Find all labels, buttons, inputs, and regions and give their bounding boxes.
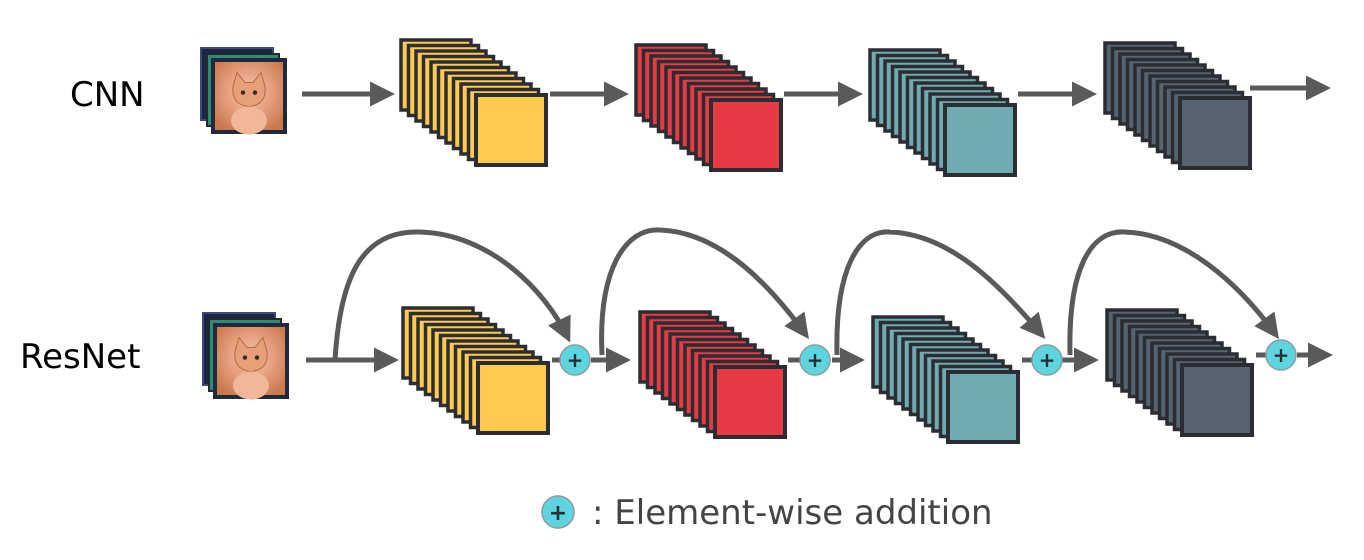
resnet-block-yellow bbox=[401, 306, 550, 435]
cnn-block-teal-front bbox=[943, 103, 1017, 177]
skip-connection-2 bbox=[599, 227, 809, 356]
plus-node-1: + bbox=[559, 344, 591, 376]
plus-node-2: + bbox=[799, 344, 831, 376]
resnet-block-red-front bbox=[713, 365, 787, 439]
kitten-body bbox=[233, 371, 269, 400]
kitten-head bbox=[232, 71, 266, 108]
plus-node-4-circle bbox=[1265, 339, 1297, 371]
legend: + : Element-wise addition bbox=[541, 493, 993, 533]
resnet-block-red bbox=[638, 310, 787, 439]
resnet-block-teal-front bbox=[946, 370, 1020, 444]
resnet-block-yellow-front bbox=[476, 361, 550, 435]
plus-node-3-circle bbox=[1031, 344, 1063, 376]
cnn-block-teal bbox=[868, 48, 1017, 177]
legend-plus-icon bbox=[541, 495, 575, 529]
cnn-row-label: CNN bbox=[70, 75, 145, 115]
kitten-eye bbox=[254, 355, 260, 360]
kitten-eye bbox=[252, 90, 258, 95]
kitten-eye bbox=[242, 355, 248, 360]
skip-connection-3 bbox=[834, 229, 1046, 356]
plus-node-4: + bbox=[1265, 339, 1297, 371]
plus-node-3: + bbox=[1031, 344, 1063, 376]
plus-node-2-circle bbox=[799, 344, 831, 376]
cnn-block-yellow-front bbox=[474, 93, 548, 167]
cnn-block-slate-front bbox=[1178, 96, 1252, 170]
kitten-head bbox=[234, 336, 268, 373]
resnet-input-image bbox=[202, 312, 289, 400]
cnn-block-red-front bbox=[709, 98, 783, 172]
legend-text: : Element-wise addition bbox=[592, 493, 993, 533]
skip-connection-1 bbox=[332, 229, 571, 361]
cnn-block-slate bbox=[1103, 41, 1252, 170]
plus-node-4-glyph: + bbox=[1273, 343, 1290, 367]
resnet-block-teal bbox=[871, 315, 1020, 444]
kitten-eye bbox=[240, 90, 246, 95]
cnn-input-image bbox=[200, 47, 287, 135]
legend-plus-glyph: + bbox=[549, 501, 567, 526]
resnet-block-slate-front bbox=[1180, 363, 1254, 437]
kitten-body bbox=[231, 106, 267, 135]
resnet-block-slate bbox=[1105, 308, 1254, 437]
plus-node-1-circle bbox=[559, 344, 591, 376]
plus-node-2-glyph: + bbox=[807, 348, 824, 372]
plus-node-1-glyph: + bbox=[567, 348, 584, 372]
skip-connection-4 bbox=[1067, 229, 1279, 356]
resnet-row-label: ResNet bbox=[20, 337, 141, 377]
cnn-block-yellow bbox=[399, 38, 548, 167]
cnn-block-red bbox=[634, 43, 783, 172]
plus-node-3-glyph: + bbox=[1039, 348, 1056, 372]
